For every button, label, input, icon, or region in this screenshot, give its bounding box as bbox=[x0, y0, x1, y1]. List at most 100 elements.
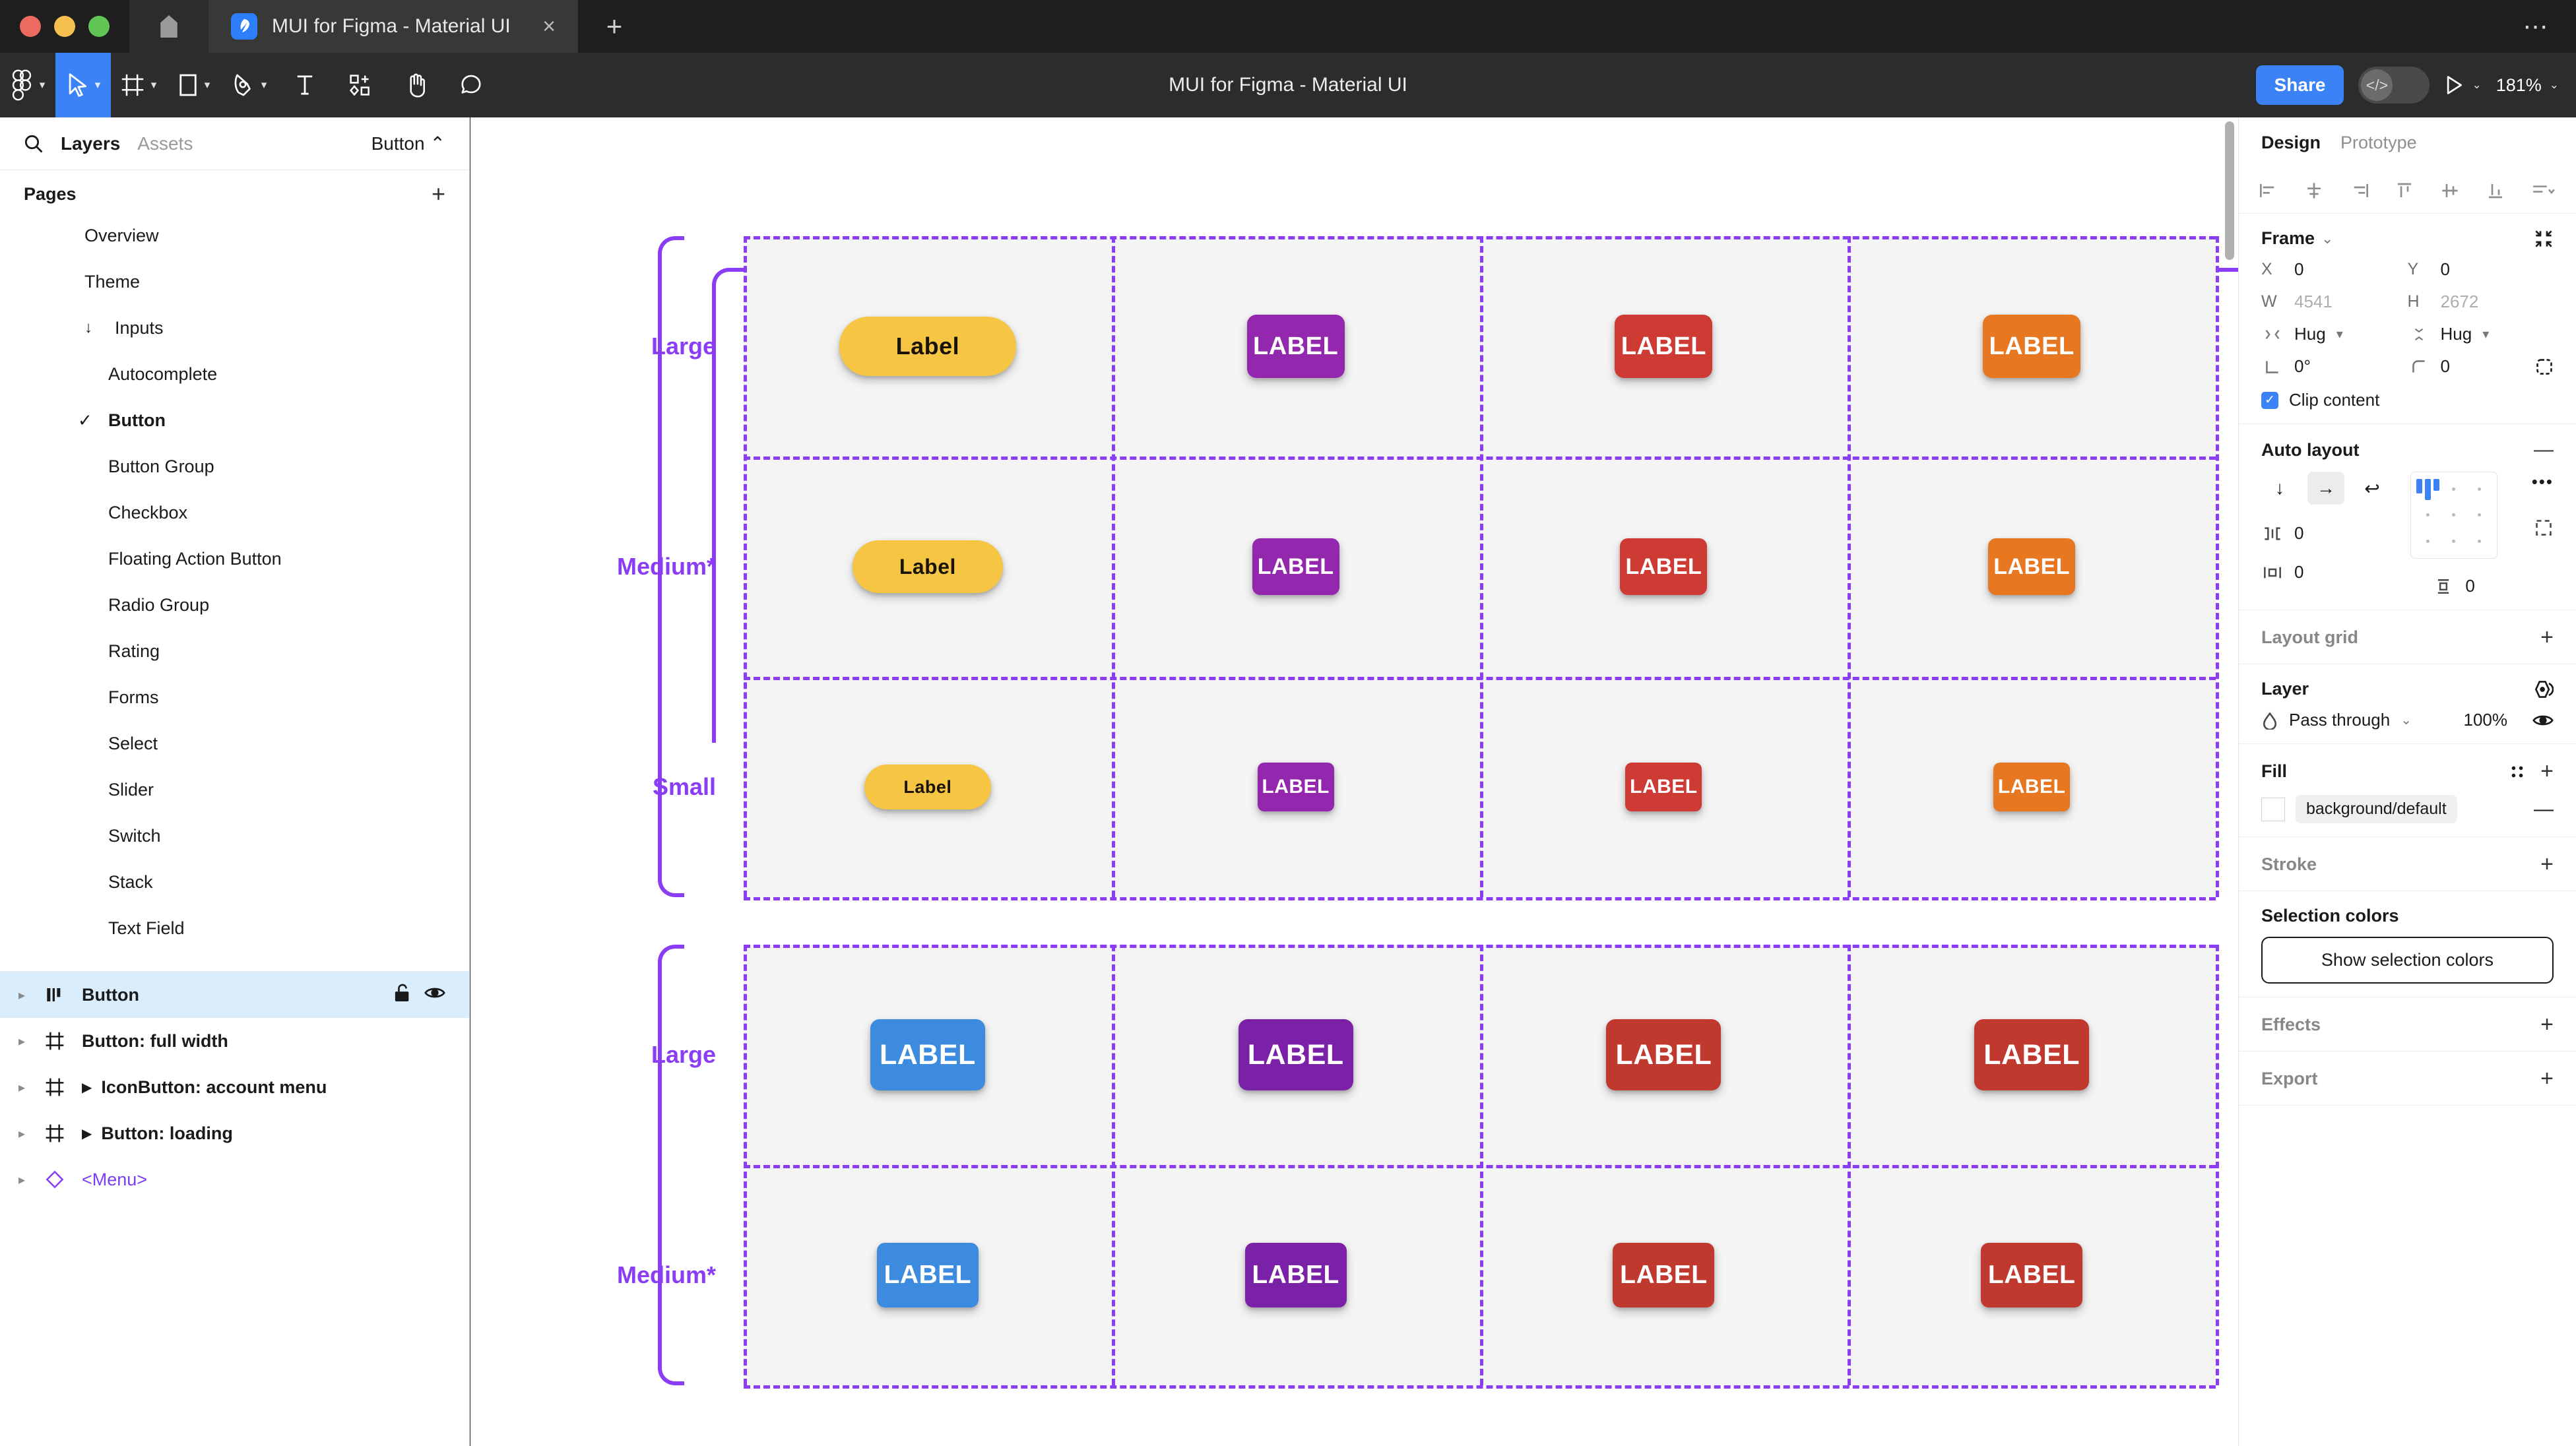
page-item-checkbox[interactable]: Checkbox bbox=[0, 489, 469, 536]
layer-item[interactable]: ▸<Menu> bbox=[0, 1156, 469, 1203]
page-item-forms[interactable]: Forms bbox=[0, 674, 469, 720]
auto-layout-more-button[interactable]: ••• bbox=[2531, 472, 2554, 491]
page-item-overview[interactable]: Overview bbox=[0, 212, 469, 259]
new-tab-button[interactable]: + bbox=[606, 11, 623, 42]
material-button[interactable]: LABEL bbox=[1246, 315, 1345, 378]
tab-assets[interactable]: Assets bbox=[137, 133, 193, 154]
visibility-icon[interactable] bbox=[424, 985, 445, 1005]
add-layout-grid-button[interactable]: + bbox=[2540, 625, 2554, 650]
resources-icon[interactable] bbox=[333, 53, 388, 117]
unlock-icon[interactable] bbox=[394, 983, 411, 1007]
align-dot[interactable] bbox=[2426, 513, 2430, 517]
alignment-grid[interactable] bbox=[2410, 472, 2497, 559]
add-stroke-button[interactable]: + bbox=[2540, 852, 2554, 877]
expand-chevron-icon[interactable]: ▸ bbox=[18, 1034, 26, 1049]
chevron-down-icon[interactable]: ▾ bbox=[2482, 327, 2490, 342]
layer-options-icon[interactable] bbox=[2532, 679, 2554, 699]
dev-mode-toggle[interactable]: </> bbox=[2358, 67, 2430, 104]
fill-style-name[interactable]: background/default bbox=[2296, 795, 2457, 823]
page-item-button[interactable]: ✓Button bbox=[0, 397, 469, 443]
material-button[interactable]: Label bbox=[852, 540, 1003, 593]
expand-chevron-icon[interactable]: ▸ bbox=[18, 988, 26, 1003]
align-dot[interactable] bbox=[2426, 539, 2430, 543]
browser-menu-button[interactable]: ⋯ bbox=[2523, 13, 2550, 41]
fill-color-swatch[interactable] bbox=[2261, 797, 2285, 821]
material-button[interactable]: Label bbox=[864, 765, 991, 809]
chevron-down-icon[interactable]: ⌄ bbox=[2400, 713, 2412, 728]
frame-width-field[interactable]: W 4541 bbox=[2261, 292, 2408, 312]
align-left-icon[interactable] bbox=[2259, 181, 2278, 201]
layer-item[interactable]: ▸Button bbox=[0, 972, 469, 1018]
visibility-icon[interactable] bbox=[2532, 712, 2554, 728]
align-dot[interactable] bbox=[2452, 513, 2456, 517]
tab-prototype[interactable]: Prototype bbox=[2340, 132, 2417, 152]
material-button[interactable]: LABEL bbox=[1974, 1019, 2090, 1090]
comment-tool-icon[interactable] bbox=[443, 53, 499, 117]
frame-hug-height-field[interactable]: Hug ▾ bbox=[2408, 324, 2554, 344]
show-selection-colors-button[interactable]: Show selection colors bbox=[2261, 937, 2554, 984]
distribute-menu-icon[interactable] bbox=[2531, 181, 2556, 201]
material-button[interactable]: LABEL bbox=[1606, 1019, 1722, 1090]
tab-layers[interactable]: Layers bbox=[61, 133, 121, 154]
individual-padding-icon[interactable] bbox=[2534, 519, 2554, 537]
page-item-theme[interactable]: Theme bbox=[0, 259, 469, 305]
direction-vertical-button[interactable]: ↓ bbox=[2275, 478, 2284, 498]
chevron-down-icon[interactable]: ⌄ bbox=[2321, 230, 2334, 247]
material-button[interactable]: LABEL bbox=[1238, 1019, 1353, 1090]
align-right-icon[interactable] bbox=[2350, 181, 2369, 201]
frame-tool-icon[interactable]: ▾ bbox=[111, 53, 166, 117]
layer-item[interactable]: ▸Button: full width bbox=[0, 1018, 469, 1064]
remove-auto-layout-button[interactable]: — bbox=[2534, 439, 2554, 460]
material-button[interactable]: LABEL bbox=[1613, 1243, 1715, 1307]
expand-chevron-icon[interactable]: ▸ bbox=[18, 1126, 26, 1141]
align-dot[interactable] bbox=[2478, 513, 2482, 517]
design-canvas[interactable]: Contained Primary*SecondaryErrorWarning … bbox=[470, 117, 2238, 1446]
clip-content-row[interactable]: ✓ Clip content bbox=[2261, 390, 2554, 410]
hand-tool-icon[interactable] bbox=[388, 53, 443, 117]
page-item-slider[interactable]: Slider bbox=[0, 767, 469, 813]
direction-horizontal-button[interactable]: → bbox=[2307, 472, 2344, 505]
page-item-select[interactable]: Select bbox=[0, 720, 469, 767]
pen-tool-icon[interactable]: ▾ bbox=[222, 53, 277, 117]
auto-layout-gap-field[interactable]: 0 bbox=[2261, 523, 2391, 544]
material-button[interactable]: LABEL bbox=[1244, 1243, 1347, 1307]
align-dot[interactable] bbox=[2478, 487, 2482, 491]
layer-item[interactable]: ▸▶IconButton: account menu bbox=[0, 1064, 469, 1110]
align-dot[interactable] bbox=[2452, 539, 2456, 543]
frame-height-field[interactable]: H 2672 bbox=[2408, 292, 2554, 312]
opacity-value[interactable]: 100% bbox=[2463, 710, 2508, 730]
independent-corners-icon[interactable] bbox=[2535, 358, 2554, 376]
layer-item[interactable]: ▸▶Button: loading bbox=[0, 1110, 469, 1156]
close-icon[interactable]: × bbox=[542, 14, 556, 39]
material-button[interactable]: LABEL bbox=[1625, 763, 1702, 811]
material-button[interactable]: LABEL bbox=[1620, 538, 1708, 595]
align-dot[interactable] bbox=[2478, 539, 2482, 543]
figma-menu-icon[interactable]: ▾ bbox=[0, 53, 55, 117]
align-dot[interactable] bbox=[2452, 487, 2456, 491]
fill-styles-icon[interactable] bbox=[2509, 763, 2526, 780]
material-button[interactable]: Label bbox=[839, 317, 1016, 376]
align-vertical-center-icon[interactable] bbox=[2440, 181, 2460, 201]
move-tool-icon[interactable]: ▾ bbox=[55, 53, 111, 117]
page-item-floating-action-button[interactable]: Floating Action Button bbox=[0, 536, 469, 582]
maximize-window-button[interactable] bbox=[88, 16, 110, 37]
page-item-inputs[interactable]: ↓Inputs bbox=[0, 305, 469, 351]
expand-chevron-icon[interactable]: ▸ bbox=[18, 1080, 26, 1095]
material-button[interactable]: LABEL bbox=[1981, 1243, 2083, 1307]
frame-corner-radius-field[interactable]: 0 bbox=[2408, 356, 2554, 377]
text-tool-icon[interactable] bbox=[277, 53, 333, 117]
align-top-icon[interactable] bbox=[2395, 181, 2414, 201]
material-button[interactable]: LABEL bbox=[1993, 763, 2071, 811]
expand-chevron-icon[interactable]: ▸ bbox=[18, 1172, 26, 1187]
share-button[interactable]: Share bbox=[2255, 65, 2344, 105]
page-item-radio-group[interactable]: Radio Group bbox=[0, 582, 469, 628]
material-button[interactable]: LABEL bbox=[870, 1019, 985, 1090]
add-fill-button[interactable]: + bbox=[2540, 759, 2554, 784]
material-button[interactable]: LABEL bbox=[1988, 538, 2076, 595]
page-item-stack[interactable]: Stack bbox=[0, 859, 469, 905]
browser-tab[interactable]: MUI for Figma - Material UI × bbox=[209, 0, 578, 53]
page-item-switch[interactable]: Switch bbox=[0, 813, 469, 859]
remove-fill-button[interactable]: — bbox=[2534, 798, 2554, 820]
blend-mode-value[interactable]: Pass through bbox=[2289, 710, 2391, 730]
material-button[interactable]: LABEL bbox=[1257, 763, 1334, 811]
